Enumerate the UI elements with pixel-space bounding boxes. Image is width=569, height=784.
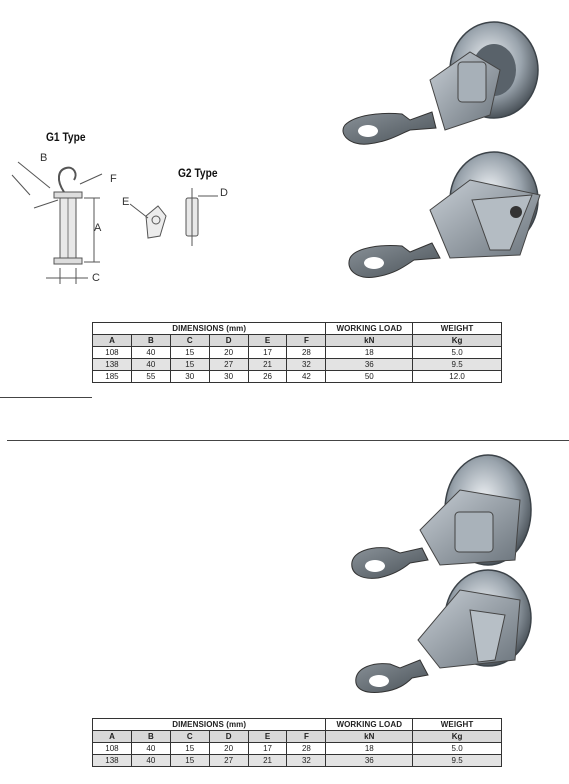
col-kg: Kg — [412, 730, 502, 743]
table-cell: 108 — [92, 346, 132, 359]
weight-header: WEIGHT — [412, 718, 502, 731]
col-b: B — [130, 730, 171, 743]
table-cell: 9.5 — [412, 358, 502, 371]
col-e: E — [247, 730, 288, 743]
weight-header: WEIGHT — [412, 322, 502, 335]
dim-label-c: C — [92, 272, 100, 284]
table-cell: 27 — [208, 754, 249, 767]
table-cell: 9.5 — [412, 754, 502, 767]
table-cell: 21 — [247, 754, 288, 767]
section-divider — [7, 440, 569, 441]
dim-label-f: F — [110, 173, 117, 185]
table-cell: 5.0 — [412, 742, 502, 755]
table-cell: 185 — [92, 370, 132, 383]
table-cell: 15 — [169, 742, 210, 755]
table-row: 138 40 15 27 21 32 36 9.5 — [92, 754, 502, 767]
dim-label-a: A — [94, 222, 102, 234]
table-cell: 36 — [325, 754, 414, 767]
table-cell: 18 — [325, 742, 414, 755]
table-cell: 20 — [208, 346, 249, 359]
table-cell: 32 — [286, 358, 327, 371]
table-cell: 50 — [325, 370, 414, 383]
col-d: D — [208, 334, 249, 347]
table-cell: 32 — [286, 754, 327, 767]
g1-type-title: G1 Type — [46, 130, 86, 144]
table-cell: 5.0 — [412, 346, 502, 359]
col-f: F — [286, 334, 327, 347]
dim-label-d: D — [220, 187, 228, 199]
col-c: C — [169, 730, 210, 743]
table-cell: 15 — [169, 754, 210, 767]
table-cell: 138 — [92, 358, 132, 371]
col-a: A — [92, 334, 132, 347]
dim-label-e: E — [122, 196, 130, 208]
table-cell: 55 — [130, 370, 171, 383]
table-cell: 36 — [325, 358, 414, 371]
table-row: 108 40 15 20 17 28 18 5.0 — [92, 742, 502, 755]
table-cell: 30 — [208, 370, 249, 383]
table-cell: 26 — [247, 370, 288, 383]
g2-type-title: G2 Type — [178, 166, 218, 180]
table-underline-rule — [0, 397, 92, 398]
table-cell: 27 — [208, 358, 249, 371]
dimensions-header: DIMENSIONS (mm) — [91, 322, 327, 335]
col-kg: Kg — [412, 334, 502, 347]
table-cell: 21 — [247, 358, 288, 371]
table-cell: 40 — [130, 346, 171, 359]
col-kn: kN — [325, 334, 414, 347]
working-load-header: WORKING LOAD — [325, 322, 414, 335]
table-cell: 15 — [169, 346, 210, 359]
dimensions-header: DIMENSIONS (mm) — [91, 718, 327, 731]
spec-table-2: DIMENSIONS (mm) WORKING LOAD WEIGHT A B … — [91, 718, 502, 767]
table-cell: 12.0 — [412, 370, 502, 383]
dim-label-b: B — [40, 152, 48, 164]
table-cell: 15 — [169, 358, 210, 371]
table-cell: 28 — [286, 346, 327, 359]
table-cell: 108 — [92, 742, 132, 755]
table-cell: 20 — [208, 742, 249, 755]
col-f: F — [286, 730, 327, 743]
table-cell: 40 — [130, 742, 171, 755]
table-cell: 28 — [286, 742, 327, 755]
table-cell: 17 — [247, 346, 288, 359]
col-e: E — [247, 334, 288, 347]
col-kn: kN — [325, 730, 414, 743]
col-c: C — [169, 334, 210, 347]
table-row: 138 40 15 27 21 32 36 9.5 — [92, 358, 502, 371]
table-cell: 17 — [247, 742, 288, 755]
spec-table-1: DIMENSIONS (mm) WORKING LOAD WEIGHT A B … — [91, 322, 502, 383]
table-row: 185 55 30 30 26 42 50 12.0 — [92, 370, 502, 383]
table-row: 108 40 15 20 17 28 18 5.0 — [92, 346, 502, 359]
table-cell: 42 — [286, 370, 327, 383]
table-cell: 40 — [130, 358, 171, 371]
table-cell: 40 — [130, 754, 171, 767]
col-a: A — [92, 730, 132, 743]
working-load-header: WORKING LOAD — [325, 718, 414, 731]
table-cell: 30 — [169, 370, 210, 383]
col-d: D — [208, 730, 249, 743]
table-cell: 138 — [92, 754, 132, 767]
col-b: B — [130, 334, 171, 347]
table-cell: 18 — [325, 346, 414, 359]
